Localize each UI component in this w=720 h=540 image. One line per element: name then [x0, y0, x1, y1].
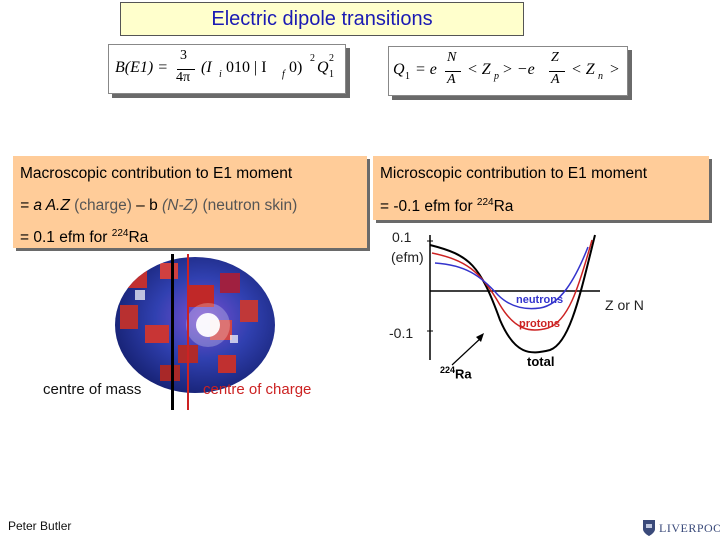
annotation-arrow-head	[476, 333, 484, 342]
macro-element: Ra	[128, 229, 149, 247]
eq-n-den: A	[447, 72, 456, 87]
charge-centre-glow	[196, 313, 220, 337]
eq-zn: < Z	[571, 61, 595, 78]
eq-lhs: B(E1) =	[115, 59, 168, 76]
eq-sq: 2	[310, 53, 315, 64]
ra-annotation: 224Ra	[440, 365, 472, 381]
macro-charge: (charge)	[74, 197, 132, 214]
protons-curve	[431, 239, 593, 331]
eq-zp-sub: p	[494, 71, 499, 82]
annotation-arrow-line	[451, 336, 483, 366]
eq-z-bar	[549, 71, 565, 72]
micro-heading: Microscopic contribution to E1 moment	[380, 165, 648, 182]
neutrons-curve	[434, 246, 589, 310]
ra-annotation-mass: 224	[440, 365, 456, 375]
x-axis-label: Z or N	[605, 297, 644, 313]
centre-of-mass-line	[171, 254, 174, 410]
eq-q-sup: 2	[329, 53, 334, 64]
y-tick-bottom: -0.1	[389, 325, 414, 341]
e1-moment-chart: 0.1 (efm) -0.1 Z or N neutrons protons t…	[380, 225, 670, 385]
y-tick-top: 0.1	[392, 229, 412, 245]
eq-n-num: N	[447, 50, 457, 65]
eq-frac-num: 3	[180, 48, 187, 63]
macro-skin: (neutron skin)	[198, 197, 298, 214]
y-unit-label: (efm)	[391, 249, 424, 265]
total-curve	[429, 234, 596, 354]
slide-title: Electric dipole transitions	[120, 2, 524, 36]
eq-q1-sub: 1	[405, 71, 410, 82]
eq-z-num: Z	[551, 50, 559, 65]
protons-label: protons	[519, 318, 560, 330]
university-logo: LIVERPOOL	[642, 518, 720, 538]
micro-mass-number: 224	[476, 197, 494, 208]
macro-nz: (N-Z)	[162, 197, 199, 214]
eq-q: Q	[317, 59, 329, 76]
macro-formula-b: – b	[131, 197, 163, 214]
eq-sub-f: f	[282, 69, 285, 80]
centre-of-mass-label: centre of mass	[43, 381, 142, 398]
eq-e: = e	[415, 61, 437, 78]
centre-of-charge-label: centre of charge	[203, 381, 312, 398]
eq-frac-bar	[177, 69, 195, 70]
macro-heading: Macroscopic contribution to E1 moment	[20, 165, 293, 182]
eq-q-sub: 1	[329, 69, 334, 80]
eq-z-den: A	[551, 72, 560, 87]
eq-bracket-mid: 010 | I	[226, 59, 267, 76]
eq-sub-i: i	[219, 69, 222, 80]
macroscopic-panel: Macroscopic contribution to E1 moment = …	[13, 156, 367, 248]
eq-bracket-open: (I	[201, 59, 212, 76]
micro-value-prefix: = -0.1 efm for	[380, 198, 477, 216]
equation-q1: Q 1 = e N A < Z p > −e Z A < Z n >	[388, 46, 628, 96]
macro-value: = 0.1 efm for 224Ra	[20, 228, 148, 247]
eq-bracket-close: 0)	[289, 59, 303, 76]
eq-end: >	[609, 61, 620, 78]
logo-text: LIVERPOOL	[659, 521, 720, 535]
macro-formula-a: = a A.Z	[20, 197, 75, 214]
eq-frac-den: 4π	[176, 70, 191, 85]
equation-be1: B(E1) = 3 4π (I i 010 | I f 0) 2 Q 1 2	[108, 44, 346, 94]
micro-value: = -0.1 efm for 224Ra	[380, 197, 513, 216]
macro-formula: = a A.Z (charge) – b (N-Z) (neutron skin…	[20, 197, 297, 215]
ra-annotation-element: Ra	[455, 366, 472, 382]
eq-zn-sub: n	[598, 71, 603, 82]
total-label: total	[527, 354, 555, 369]
micro-element: Ra	[493, 198, 514, 216]
footer-author: Peter Butler	[8, 519, 72, 533]
eq-n-bar	[445, 71, 461, 72]
centre-of-charge-line	[187, 254, 189, 410]
macro-value-prefix: = 0.1 efm for	[20, 229, 112, 247]
chart-plot	[427, 234, 600, 366]
microscopic-panel: Microscopic contribution to E1 moment = …	[373, 156, 709, 220]
crest-icon	[643, 520, 655, 536]
eq-q1: Q	[393, 61, 405, 78]
neutrons-label: neutrons	[516, 294, 564, 306]
macro-mass-number: 224	[111, 228, 129, 239]
eq-mid: > −e	[502, 61, 535, 78]
eq-zp: < Z	[467, 61, 491, 78]
